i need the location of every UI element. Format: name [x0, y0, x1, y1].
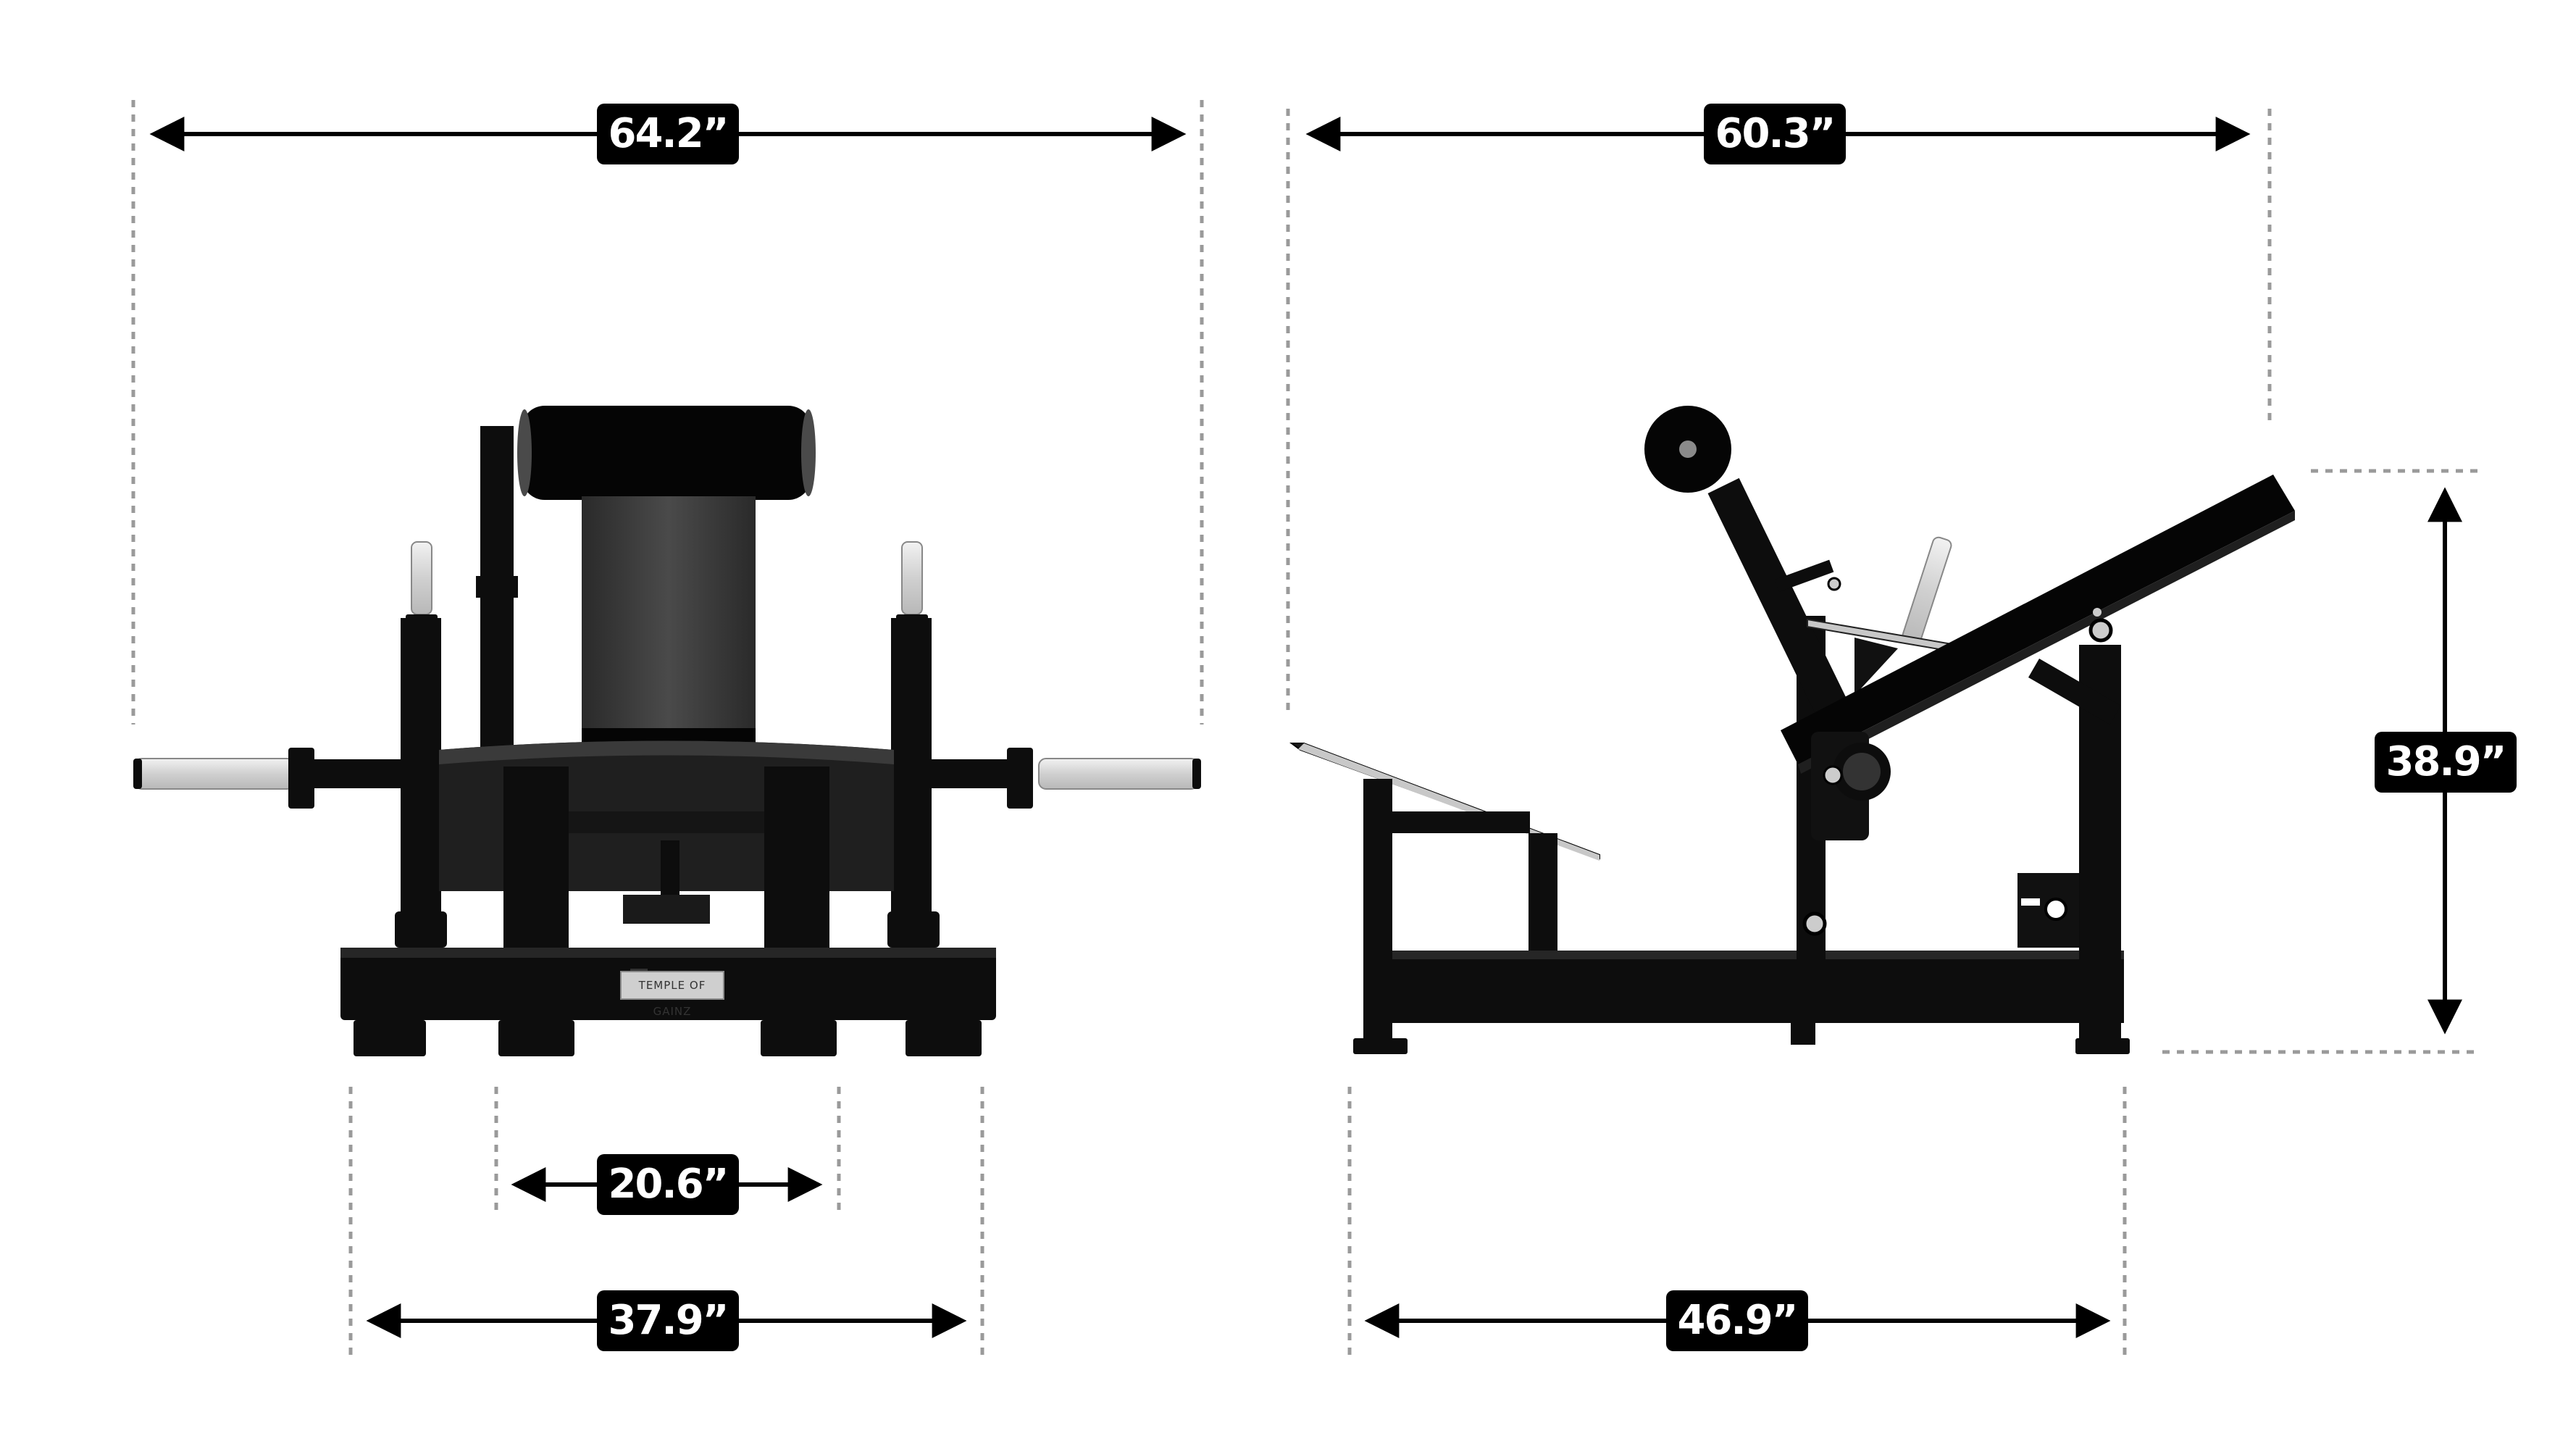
label-outer-width: 37.9” — [597, 1290, 739, 1351]
side-foot-front — [2075, 1038, 2130, 1054]
front-view — [133, 406, 1201, 1056]
foot-1 — [354, 1020, 426, 1056]
foot-3 — [761, 1020, 837, 1056]
pin-right — [901, 541, 923, 615]
label-height: 38.9” — [2375, 732, 2517, 793]
brand-plate: TEMPLE OF GAINZ — [620, 971, 724, 1018]
upright-right — [891, 618, 932, 922]
guide-lines — [131, 100, 2477, 1355]
label-base-length: 46.9” — [1666, 1290, 1808, 1351]
side-foot-rear — [1353, 1038, 1408, 1054]
weight-horn-left — [134, 758, 295, 790]
collar-left — [288, 748, 314, 809]
side-base-beam — [1392, 951, 2124, 1023]
weight-horn-right — [1038, 758, 1199, 790]
leg-roller-pad — [522, 406, 811, 500]
side-pin — [1902, 536, 1952, 645]
label-front-width: 64.2” — [597, 104, 739, 164]
incline-pad — [1781, 475, 2295, 764]
upright-left — [401, 618, 441, 922]
pivot-knob — [1802, 911, 1827, 936]
side-view — [1289, 406, 2295, 1054]
lever-arm — [1644, 406, 1849, 719]
label-side-length: 60.3” — [1704, 104, 1846, 164]
foot-4 — [906, 1020, 982, 1056]
foot-2 — [498, 1020, 574, 1056]
back-pad — [582, 496, 756, 743]
pin-left — [411, 541, 432, 615]
label-inner-width: 20.6” — [597, 1154, 739, 1215]
